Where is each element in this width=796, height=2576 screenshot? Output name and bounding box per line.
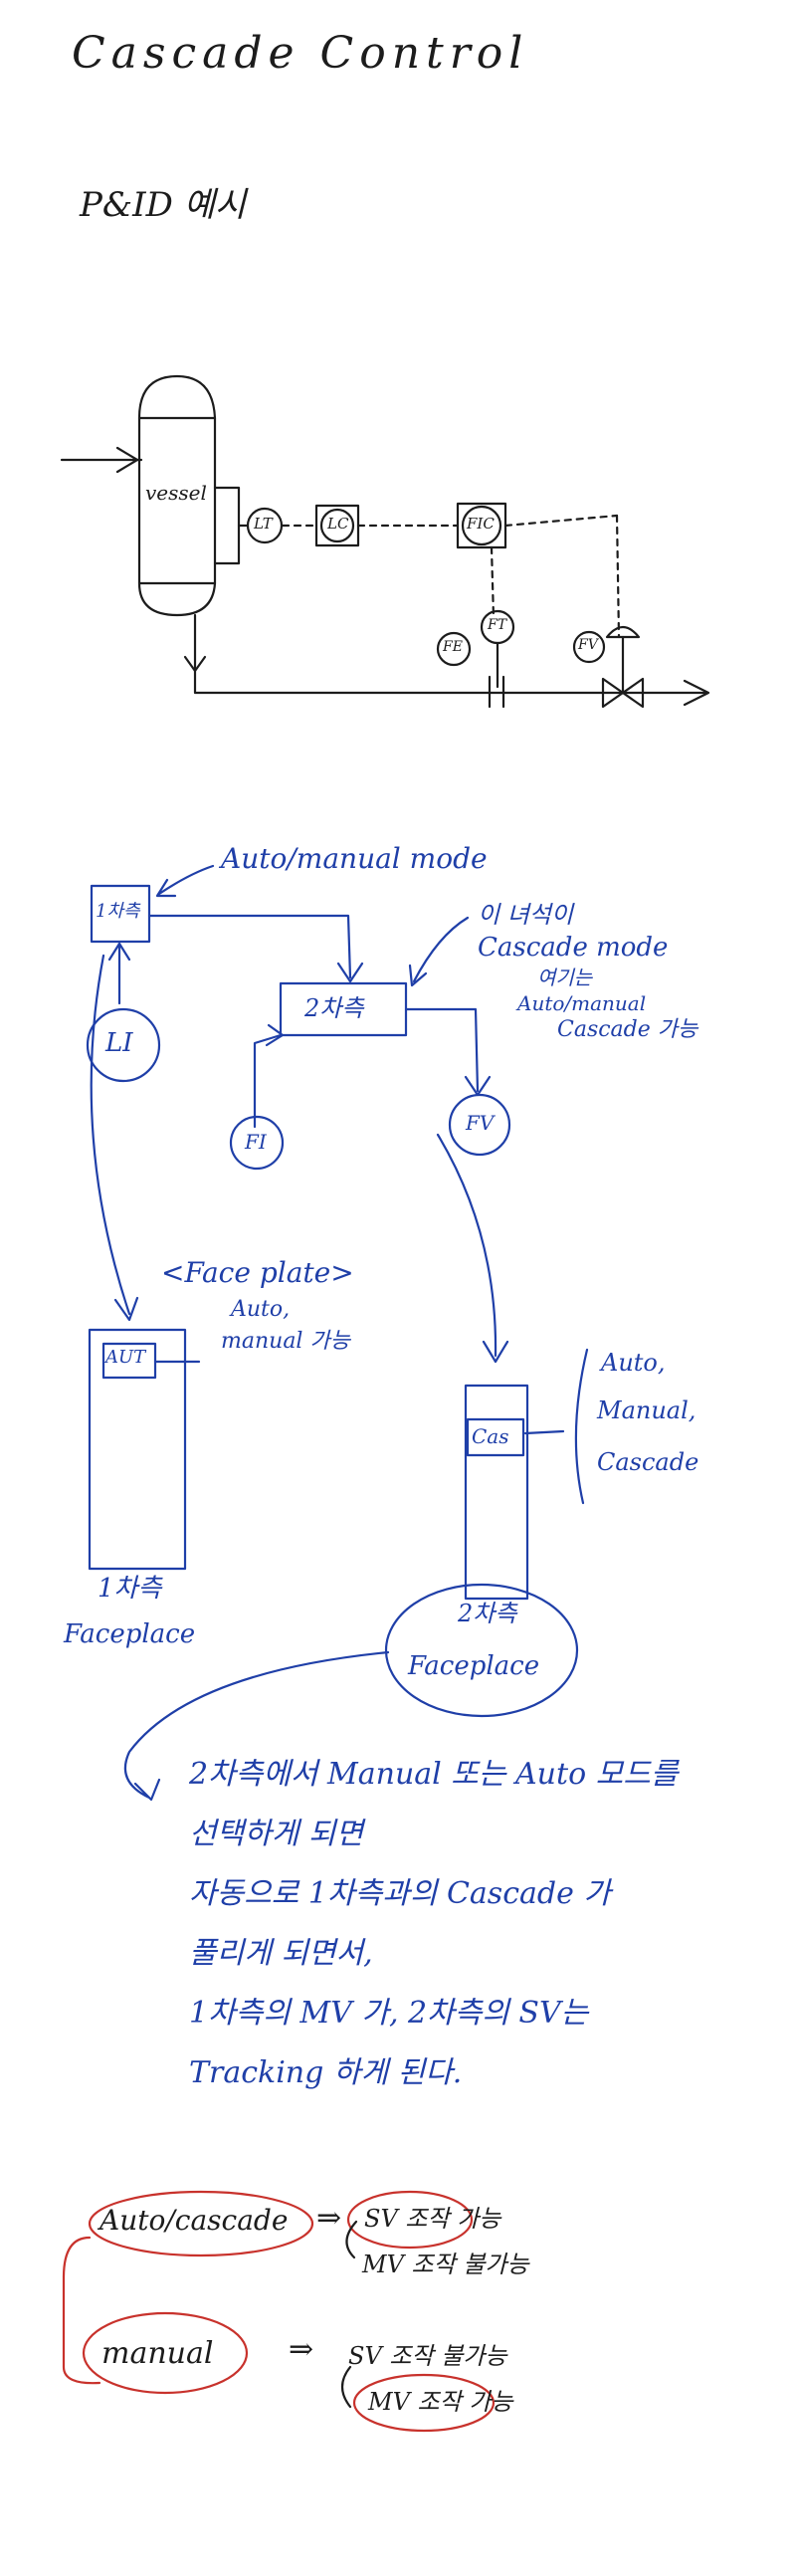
auto-sv: SV 조작 가능 — [364, 2205, 501, 2233]
fv-bubble — [448, 1093, 511, 1157]
right-faceplate-note: Auto, — [601, 1349, 666, 1377]
ft-label: FT — [488, 617, 507, 633]
fv-label: FV — [578, 637, 598, 653]
right-faceplate-button[interactable]: Cas — [472, 1424, 509, 1448]
explanation-line: 1차측의 MV 가, 2차측의 SV는 — [189, 1996, 589, 2031]
cascade-note: 이 녀석이 Cascade mode 여기는 Auto/manual Casca… — [478, 901, 697, 1042]
fic-label: FIC — [467, 515, 495, 533]
explanation-line: 자동으로 1차측과의 Cascade 가 — [189, 1876, 611, 1911]
fe-label: FE — [443, 639, 463, 655]
cascade-note-line: 이 녀석이 — [478, 901, 573, 929]
mode-arrow: ⇒ — [289, 2332, 314, 2367]
vessel-label: vessel — [145, 481, 207, 505]
explanation-line: 선택하게 되면 — [189, 1817, 364, 1851]
secondary-label: 2차측 — [304, 994, 364, 1022]
block-diagram — [86, 864, 589, 1802]
explanation-line: Tracking 하게 된다. — [189, 2055, 463, 2090]
cascade-note-line: Cascade 가능 — [557, 1016, 698, 1042]
left-faceplate-button[interactable]: AUT — [105, 1347, 146, 1368]
primary-label: 1차측 — [96, 901, 140, 922]
mode-note: Auto/manual mode — [221, 842, 488, 875]
left-faceplate-caption: Faceplace — [64, 1619, 196, 1649]
right-faceplate-caption: 2차측 — [458, 1600, 517, 1627]
page-subtitle: P&ID 예시 — [80, 185, 247, 225]
fi-label: FI — [245, 1130, 267, 1154]
right-faceplate-caption: Faceplace — [408, 1651, 540, 1681]
fv-label: FV — [466, 1111, 495, 1135]
mode-arrow: ⇒ — [316, 2201, 342, 2236]
lt-label: LT — [254, 515, 273, 533]
li-label: LI — [105, 1028, 133, 1058]
left-faceplate-caption: 1차측 — [98, 1574, 162, 1604]
page-title: Cascade Control — [72, 28, 529, 79]
left-faceplate-note: manual 가능 — [221, 1329, 350, 1354]
mode-auto-cascade: Auto/cascade — [100, 2204, 289, 2237]
primary-box — [90, 884, 151, 944]
mode-summary-marks — [62, 2190, 496, 2433]
faceplate-label: <Face plate> — [161, 1256, 354, 1289]
left-faceplate — [88, 1328, 187, 1571]
cascade-note-line: Cascade mode — [478, 933, 669, 964]
manual-mv: MV 조작 가능 — [368, 2388, 513, 2416]
fe-bubble — [436, 631, 472, 667]
lc-label: LC — [327, 515, 349, 533]
fv-bubble — [572, 630, 606, 664]
li-bubble — [86, 1007, 161, 1083]
manual-sv: SV 조작 불가능 — [348, 2342, 507, 2370]
explanation: 2차측에서 Manual 또는 Auto 모드를 선택하게 되면 자동으로 1차… — [189, 1758, 678, 2116]
left-faceplate-note: Auto, — [231, 1297, 291, 1322]
cascade-note-line: 여기는 — [537, 965, 593, 989]
explanation-line: 풀리게 되면서, — [189, 1936, 373, 1971]
right-faceplate-note: Manual, — [597, 1396, 696, 1424]
mode-manual: manual — [101, 2336, 214, 2371]
cascade-note-line: Auto/manual — [517, 990, 647, 1015]
right-faceplate-note: Cascade — [597, 1448, 699, 1476]
auto-mv: MV 조작 불가능 — [362, 2251, 529, 2278]
fi-bubble — [229, 1115, 285, 1171]
right-faceplate — [464, 1384, 529, 1601]
explanation-line: 2차측에서 Manual 또는 Auto 모드를 — [189, 1757, 679, 1792]
pid-diagram — [60, 374, 710, 709]
